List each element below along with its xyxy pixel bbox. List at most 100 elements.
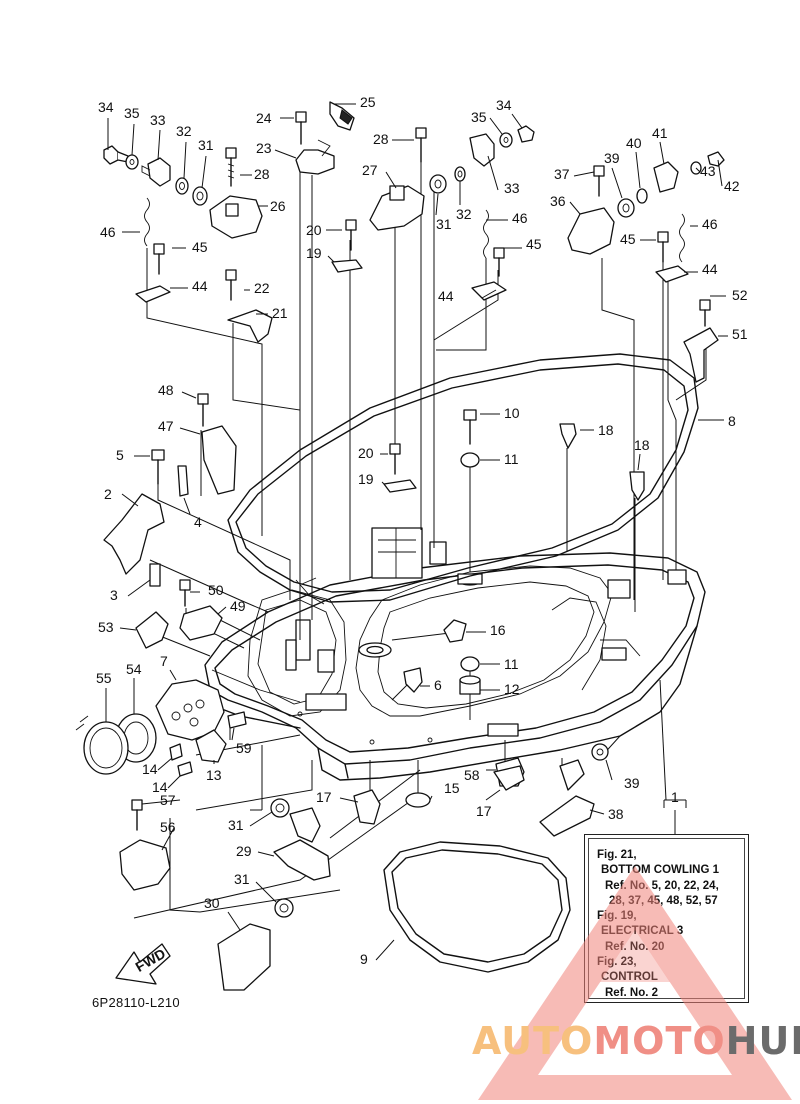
callout-45: 45 xyxy=(192,239,208,255)
callout-31: 31 xyxy=(234,871,250,887)
callout-14: 14 xyxy=(142,761,158,777)
part-31-grommet xyxy=(192,186,208,206)
part-18-bushings xyxy=(559,423,645,501)
callout-34: 34 xyxy=(496,97,512,113)
callout-35: 35 xyxy=(124,105,140,121)
part-36-holder xyxy=(567,207,615,255)
callout-52: 52 xyxy=(732,287,748,303)
part-11-grommets xyxy=(460,452,480,672)
callout-6: 6 xyxy=(434,677,442,693)
callout-8: 8 xyxy=(728,413,736,429)
part-49-bracket xyxy=(179,605,223,641)
callout-18: 18 xyxy=(598,422,614,438)
ref-fig-19: Fig. 19, xyxy=(597,910,637,923)
part-10-bolt xyxy=(463,409,477,445)
part-48-bolt xyxy=(197,393,209,427)
ref-fig-21-refnos-b: 28, 37, 45, 48, 52, 57 xyxy=(609,894,718,907)
part-7-connector xyxy=(155,679,225,741)
part-28-bolt-center xyxy=(415,127,427,163)
callout-44: 44 xyxy=(192,278,208,294)
part-46-springs xyxy=(144,197,685,263)
callout-32: 32 xyxy=(456,206,472,222)
part-27-holder xyxy=(369,185,425,231)
callout-29: 29 xyxy=(236,843,252,859)
callout-19: 19 xyxy=(358,471,374,487)
callout-31: 31 xyxy=(228,817,244,833)
ref-fig-21-refnos-a: Ref. No. 5, 20, 22, 24, xyxy=(605,879,719,892)
callout-40: 40 xyxy=(626,135,642,151)
callout-20: 20 xyxy=(358,445,374,461)
callout-labels: 34 35 33 32 31 28 26 24 25 23 28 27 31 3… xyxy=(96,94,748,967)
part-55-band xyxy=(75,715,129,775)
callout-55: 55 xyxy=(96,670,112,686)
callout-36: 36 xyxy=(550,193,566,209)
callout-28: 28 xyxy=(373,131,389,147)
callout-32: 32 xyxy=(176,123,192,139)
ref-electrical-3: ELECTRICAL 3 xyxy=(601,925,684,938)
part-21-bracket xyxy=(227,309,273,343)
callout-24: 24 xyxy=(256,110,272,126)
callout-25: 25 xyxy=(360,94,376,110)
part-4-clip xyxy=(177,465,189,497)
ref-bottom-cowling-1: BOTTOM COWLING 1 xyxy=(601,864,719,877)
callout-18: 18 xyxy=(634,437,650,453)
part-33-bracket xyxy=(141,157,171,187)
callout-5: 5 xyxy=(116,447,124,463)
callout-41: 41 xyxy=(652,125,668,141)
callout-39: 39 xyxy=(604,150,620,166)
callout-31: 31 xyxy=(436,216,452,232)
callout-47: 47 xyxy=(158,418,174,434)
part-52-bolt xyxy=(699,299,711,327)
callout-22: 22 xyxy=(254,280,270,296)
callout-42: 42 xyxy=(724,178,740,194)
callout-50: 50 xyxy=(208,582,224,598)
watermark-logo: AUTOMOTOHUB xyxy=(472,1019,800,1063)
callout-59: 59 xyxy=(236,740,252,756)
callout-9: 9 xyxy=(360,951,368,967)
part-44-plates xyxy=(135,265,689,303)
callout-57: 57 xyxy=(160,792,176,808)
callout-7: 7 xyxy=(160,653,168,669)
ref-fig-19-refno: Ref. No. 20 xyxy=(605,940,665,953)
callout-33: 33 xyxy=(150,112,166,128)
part-22-bolt xyxy=(225,269,237,301)
part-13-boot xyxy=(195,729,227,763)
callout-37: 37 xyxy=(554,166,570,182)
diagram-code: 6P28110-L210 xyxy=(92,995,180,1010)
part-30-bracket xyxy=(217,923,271,991)
part-59-plate xyxy=(227,711,247,729)
part-33-bracket-center xyxy=(469,133,495,167)
callout-46: 46 xyxy=(100,224,116,240)
callout-26: 26 xyxy=(270,198,286,214)
callout-1: 1 xyxy=(671,789,679,805)
part-16-fitting xyxy=(443,619,467,643)
callout-30: 30 xyxy=(204,895,220,911)
callout-3: 3 xyxy=(110,587,118,603)
fwd-arrow-icon: FWD xyxy=(115,943,171,985)
ref-fig-23: Fig. 23, xyxy=(597,956,637,969)
part-35-washer-right xyxy=(499,132,513,148)
callout-45: 45 xyxy=(526,236,542,252)
part-45-bolts xyxy=(153,231,669,277)
part-12-collar xyxy=(459,675,481,695)
part-15-pad xyxy=(405,792,431,808)
part-35-washer xyxy=(125,154,139,170)
part-32-ring xyxy=(175,177,189,195)
part-28-bolt-left xyxy=(225,147,237,187)
callout-11: 11 xyxy=(504,656,519,672)
callout-15: 15 xyxy=(444,780,460,796)
watermark-auto: AUTO xyxy=(472,1019,594,1063)
callout-12: 12 xyxy=(504,681,520,697)
callout-17: 17 xyxy=(476,803,492,819)
callout-23: 23 xyxy=(256,140,272,156)
callout-10: 10 xyxy=(504,405,520,421)
callout-46: 46 xyxy=(512,210,528,226)
callout-44: 44 xyxy=(438,288,454,304)
part-51-bracket xyxy=(683,327,719,383)
part-38-lever xyxy=(539,759,595,837)
part-24-bolt xyxy=(295,111,307,145)
part-56-bracket xyxy=(119,839,171,891)
callout-19: 19 xyxy=(306,245,322,261)
callout-17: 17 xyxy=(316,789,332,805)
